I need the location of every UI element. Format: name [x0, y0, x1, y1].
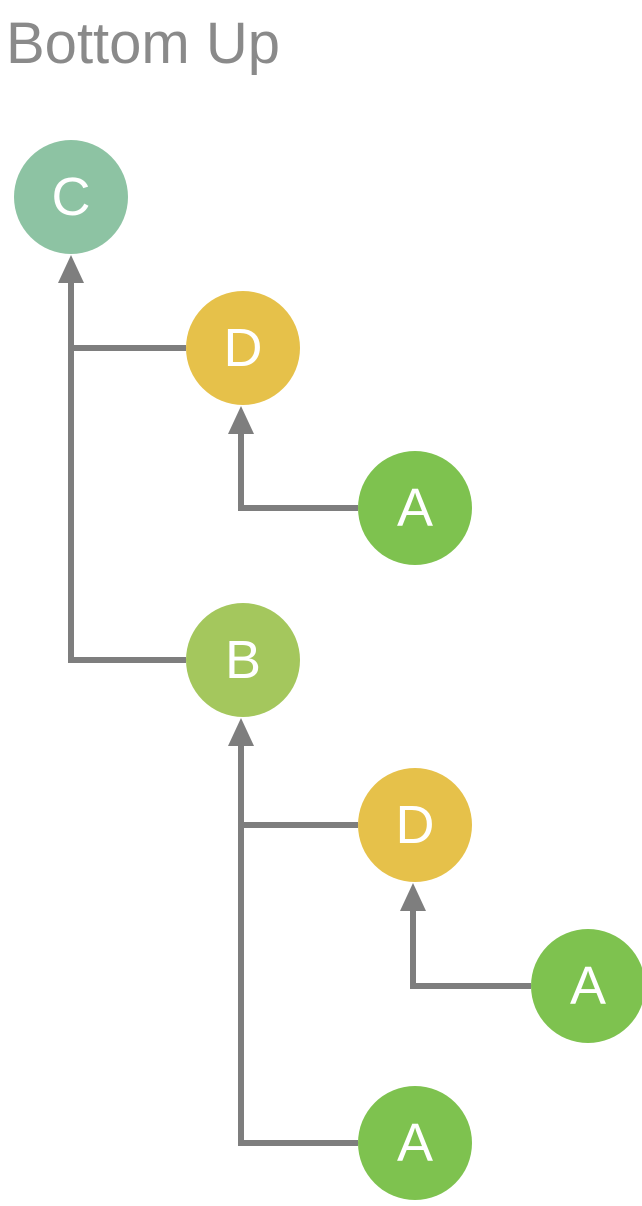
node-d1: D — [186, 291, 300, 405]
node-b-label: B — [224, 630, 262, 690]
edge-branch-a2-to-d2 — [410, 983, 531, 989]
edge-trunk-to-d2 — [410, 910, 416, 989]
arrowhead-to-b-icon — [228, 718, 254, 746]
node-d2: D — [358, 768, 472, 882]
node-a3: A — [358, 1086, 472, 1200]
edge-branch-a1-to-d1 — [238, 505, 358, 511]
edge-trunk-to-d1 — [238, 433, 244, 511]
node-c-label: C — [51, 167, 91, 227]
arrowhead-to-c-icon — [58, 255, 84, 283]
edge-branch-d2-to-b — [238, 822, 358, 828]
node-a2: A — [531, 929, 642, 1043]
node-a1: A — [358, 451, 472, 565]
edge-trunk-to-b — [238, 745, 244, 1146]
edge-trunk-to-c — [68, 282, 74, 663]
node-b: B — [186, 603, 300, 717]
arrowhead-to-d1-icon — [228, 406, 254, 434]
node-d1-label: D — [223, 318, 263, 378]
arrowhead-to-d2-icon — [400, 883, 426, 911]
node-c: C — [14, 140, 128, 254]
diagram-title: Bottom Up — [6, 11, 280, 76]
edge-branch-d1-to-c — [68, 345, 186, 351]
node-a1-label: A — [396, 478, 434, 538]
node-a3-label: A — [396, 1113, 434, 1173]
edge-branch-b-to-c — [68, 657, 186, 663]
node-a2-label: A — [569, 956, 607, 1016]
edge-branch-a3-to-b — [238, 1140, 358, 1146]
node-d2-label: D — [395, 795, 435, 855]
